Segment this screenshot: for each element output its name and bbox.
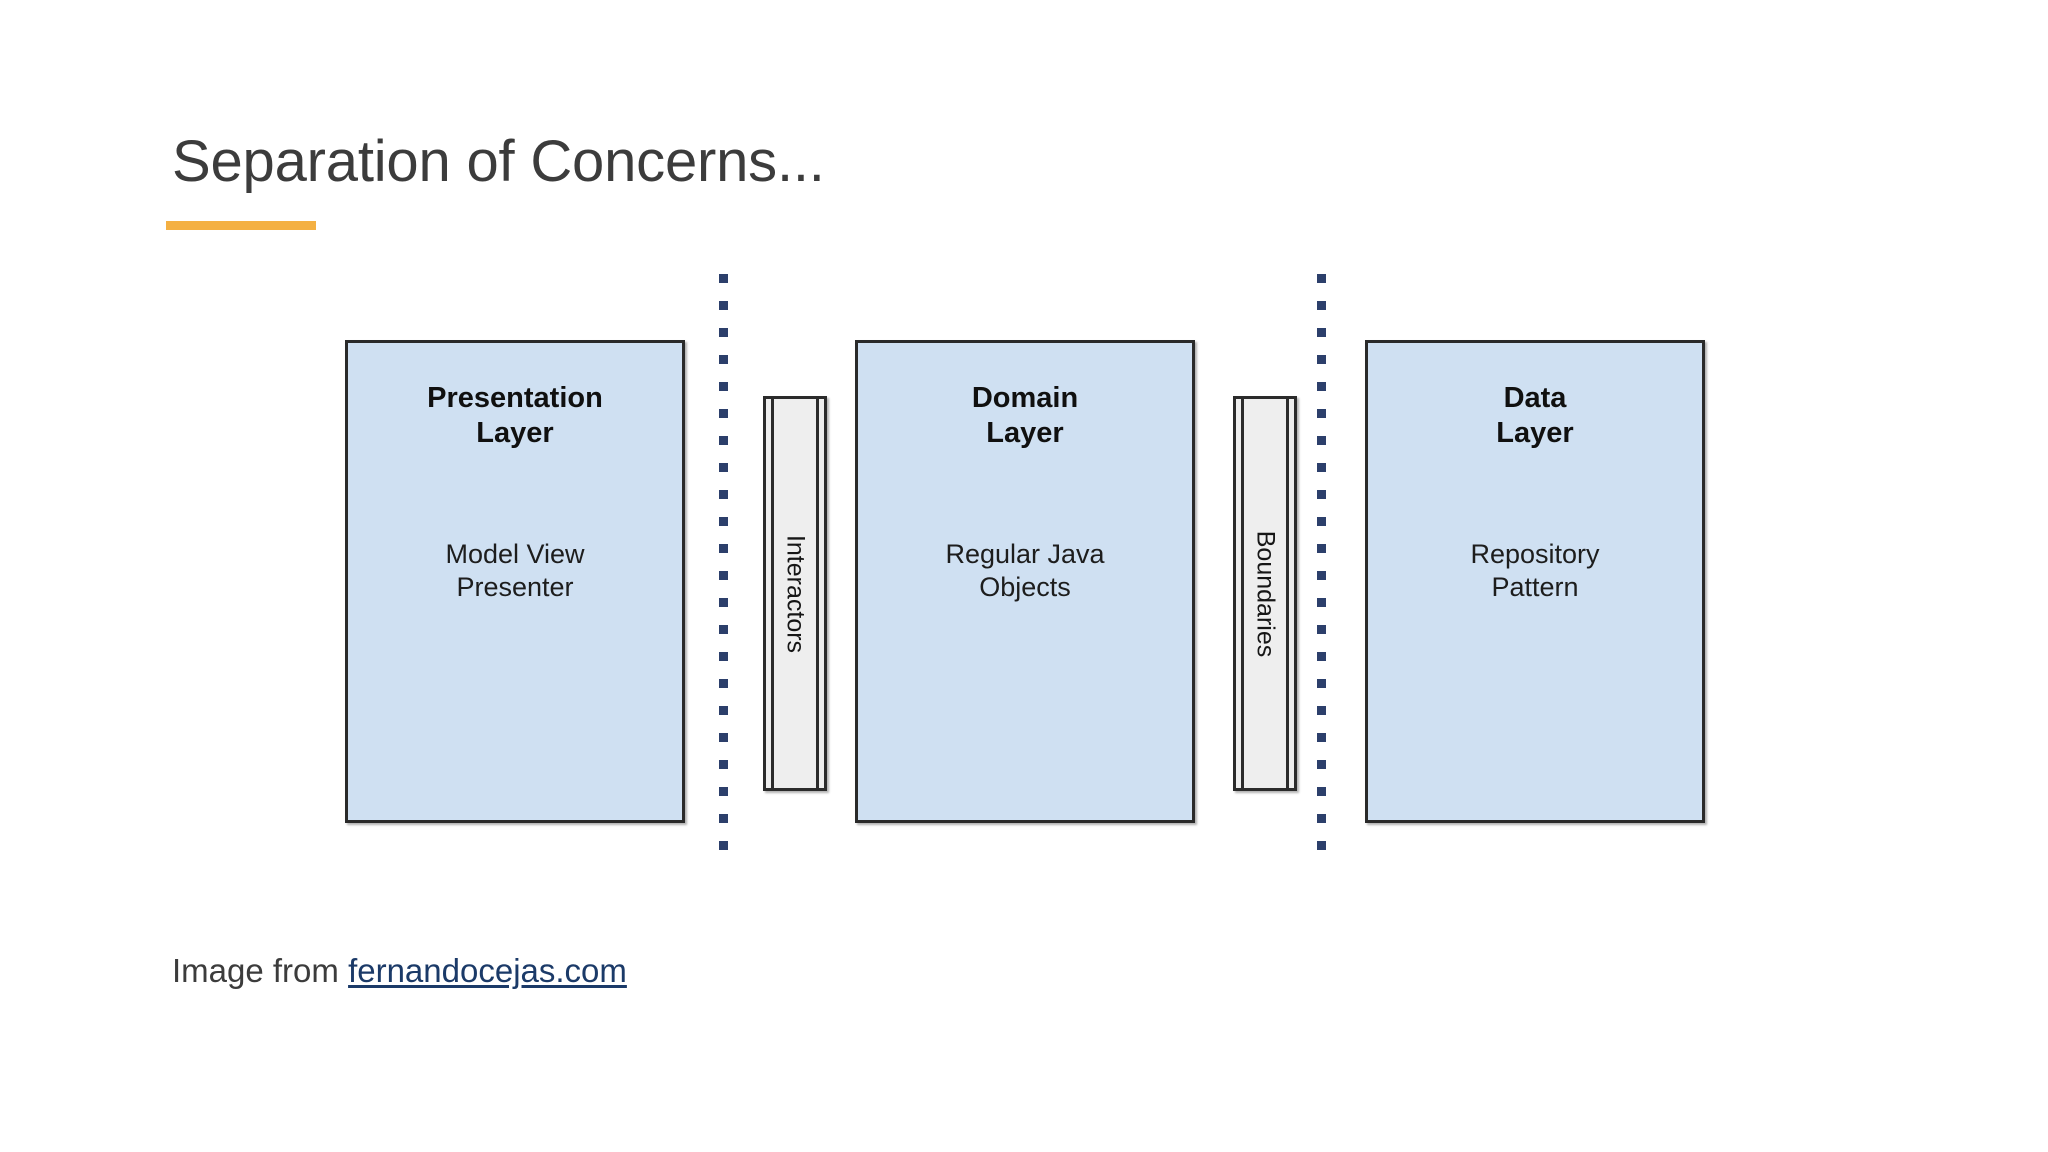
- image-credit-link[interactable]: fernandocejas.com: [348, 952, 627, 989]
- image-credit: Image from fernandocejas.com: [172, 952, 627, 990]
- dotted-divider-right: [1317, 274, 1326, 866]
- layer-box-presentation[interactable]: Presentation Layer Model View Presenter: [345, 340, 685, 823]
- page-title: Separation of Concerns...: [172, 129, 825, 194]
- layer-box-domain[interactable]: Domain Layer Regular Java Objects: [855, 340, 1195, 823]
- layer-title-domain: Domain Layer: [971, 382, 1079, 450]
- title-accent-bar: [166, 221, 316, 230]
- connector-bar-boundaries[interactable]: Boundaries: [1233, 396, 1297, 791]
- layer-title-data: Data Layer: [1496, 382, 1574, 450]
- connector-label-interactors: Interactors: [781, 534, 810, 653]
- layer-subtitle-presentation: Model View Presenter: [445, 538, 585, 602]
- dotted-divider-left: [719, 274, 728, 866]
- image-credit-prefix: Image from: [172, 952, 349, 989]
- layer-subtitle-data: Repository Pattern: [1470, 538, 1600, 602]
- layer-title-presentation: Presentation Layer: [427, 382, 603, 450]
- layer-box-data[interactable]: Data Layer Repository Pattern: [1365, 340, 1705, 823]
- connector-label-boundaries: Boundaries: [1251, 530, 1280, 657]
- layer-subtitle-domain: Regular Java Objects: [945, 538, 1105, 602]
- connector-bar-interactors[interactable]: Interactors: [763, 396, 827, 791]
